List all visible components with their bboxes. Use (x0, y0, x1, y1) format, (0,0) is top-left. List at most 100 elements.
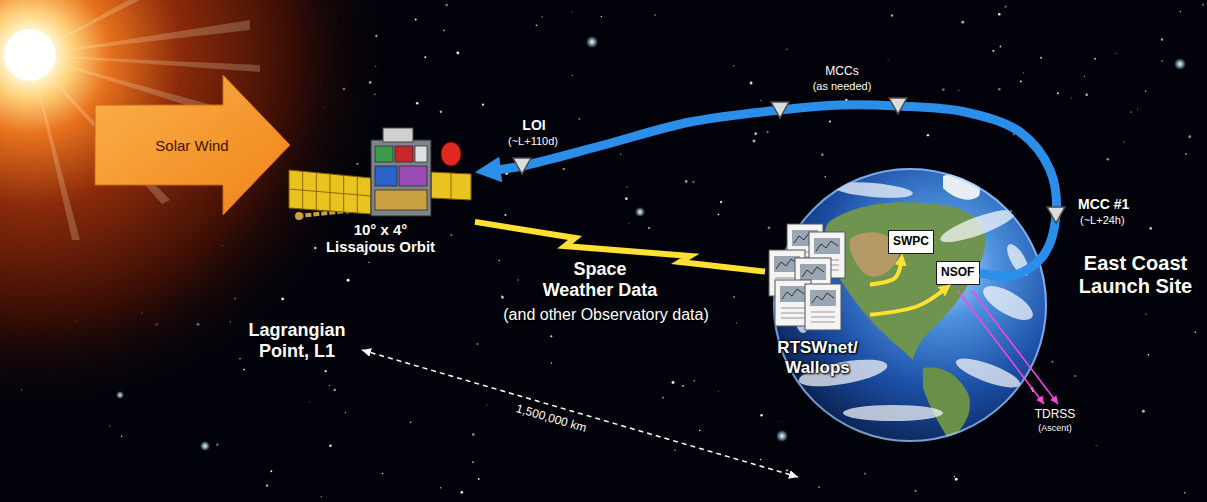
star (1195, 331, 1197, 333)
station-label: SWPC (893, 235, 929, 249)
star (321, 496, 323, 498)
star (270, 470, 272, 472)
continent (923, 367, 970, 440)
solar-panel (431, 172, 471, 200)
bright-star (635, 207, 645, 217)
star (1145, 313, 1146, 314)
star (1202, 4, 1204, 6)
maneuver-note: (~L+24h) (1080, 214, 1125, 227)
star (472, 433, 475, 436)
star (786, 49, 787, 50)
ground-station-box: SWPC (888, 230, 934, 254)
star (504, 214, 506, 216)
star (733, 65, 735, 67)
star (662, 397, 664, 399)
page-line (811, 317, 835, 318)
star (693, 380, 695, 382)
star (733, 296, 735, 298)
star (887, 59, 889, 61)
star (1040, 57, 1042, 59)
star (760, 459, 762, 461)
page-image (780, 286, 806, 302)
star (674, 449, 676, 451)
maneuver-marker (1047, 207, 1065, 223)
star (786, 469, 788, 471)
relay-note: (Ascent) (1038, 423, 1072, 433)
star (998, 13, 1001, 16)
star (685, 180, 687, 182)
star (1142, 410, 1145, 413)
star (720, 201, 722, 203)
star (416, 102, 419, 105)
trajectory-arrow (493, 105, 1057, 277)
page-line (811, 322, 835, 323)
star (499, 260, 500, 261)
star (1071, 97, 1072, 98)
star (450, 234, 452, 236)
star (309, 401, 311, 403)
star (699, 430, 700, 431)
star (1161, 38, 1163, 40)
star (324, 370, 326, 372)
star (121, 436, 122, 437)
star (109, 425, 110, 426)
star (501, 296, 504, 299)
star (942, 88, 945, 91)
star (927, 134, 929, 136)
star (626, 186, 628, 188)
star (440, 111, 443, 114)
star (334, 389, 336, 391)
earth-surface (793, 174, 1038, 440)
ice-cap (943, 174, 980, 200)
spacecraft-component (375, 190, 427, 210)
star (648, 227, 650, 229)
star (382, 473, 383, 474)
solar-wind-arrow: Solar Wind (95, 75, 290, 215)
instrument (383, 128, 413, 142)
star (1085, 94, 1087, 96)
star (542, 16, 543, 17)
bright-star (586, 36, 598, 48)
star (736, 322, 737, 323)
star (550, 335, 552, 337)
sun-core (4, 29, 56, 81)
star (551, 362, 553, 364)
data-documents: RTSWnet/ Wallops (765, 222, 870, 382)
downlink-bolt (475, 222, 765, 272)
maneuver-note: (as needed) (813, 80, 872, 93)
network-label: RTSWnet/ Wallops (770, 338, 865, 377)
tdrss-link (958, 291, 1044, 404)
spacecraft-body (371, 140, 431, 216)
star (1185, 153, 1187, 155)
star (1180, 11, 1181, 12)
star (781, 420, 783, 422)
star (752, 139, 755, 142)
page-line (781, 313, 805, 314)
star (1124, 141, 1125, 142)
spacecraft: 10° x 4° Lissajous Orbit (285, 128, 475, 266)
page-line (781, 318, 805, 319)
star (671, 381, 674, 384)
star (345, 412, 346, 413)
star (1051, 361, 1053, 363)
page-chart (812, 293, 834, 303)
star (829, 120, 831, 122)
star (955, 478, 958, 481)
cloud (978, 279, 1037, 326)
star (628, 222, 630, 224)
star (571, 74, 573, 76)
star (1130, 111, 1132, 113)
star (563, 168, 565, 170)
star (1145, 90, 1147, 92)
star (750, 82, 753, 85)
spacecraft-component (375, 166, 397, 186)
star (368, 262, 370, 264)
star (1013, 134, 1015, 136)
panel-grid (451, 173, 452, 199)
spacecraft-component (415, 146, 427, 162)
arrow-label: Solar Wind (137, 137, 247, 154)
star (754, 132, 757, 135)
